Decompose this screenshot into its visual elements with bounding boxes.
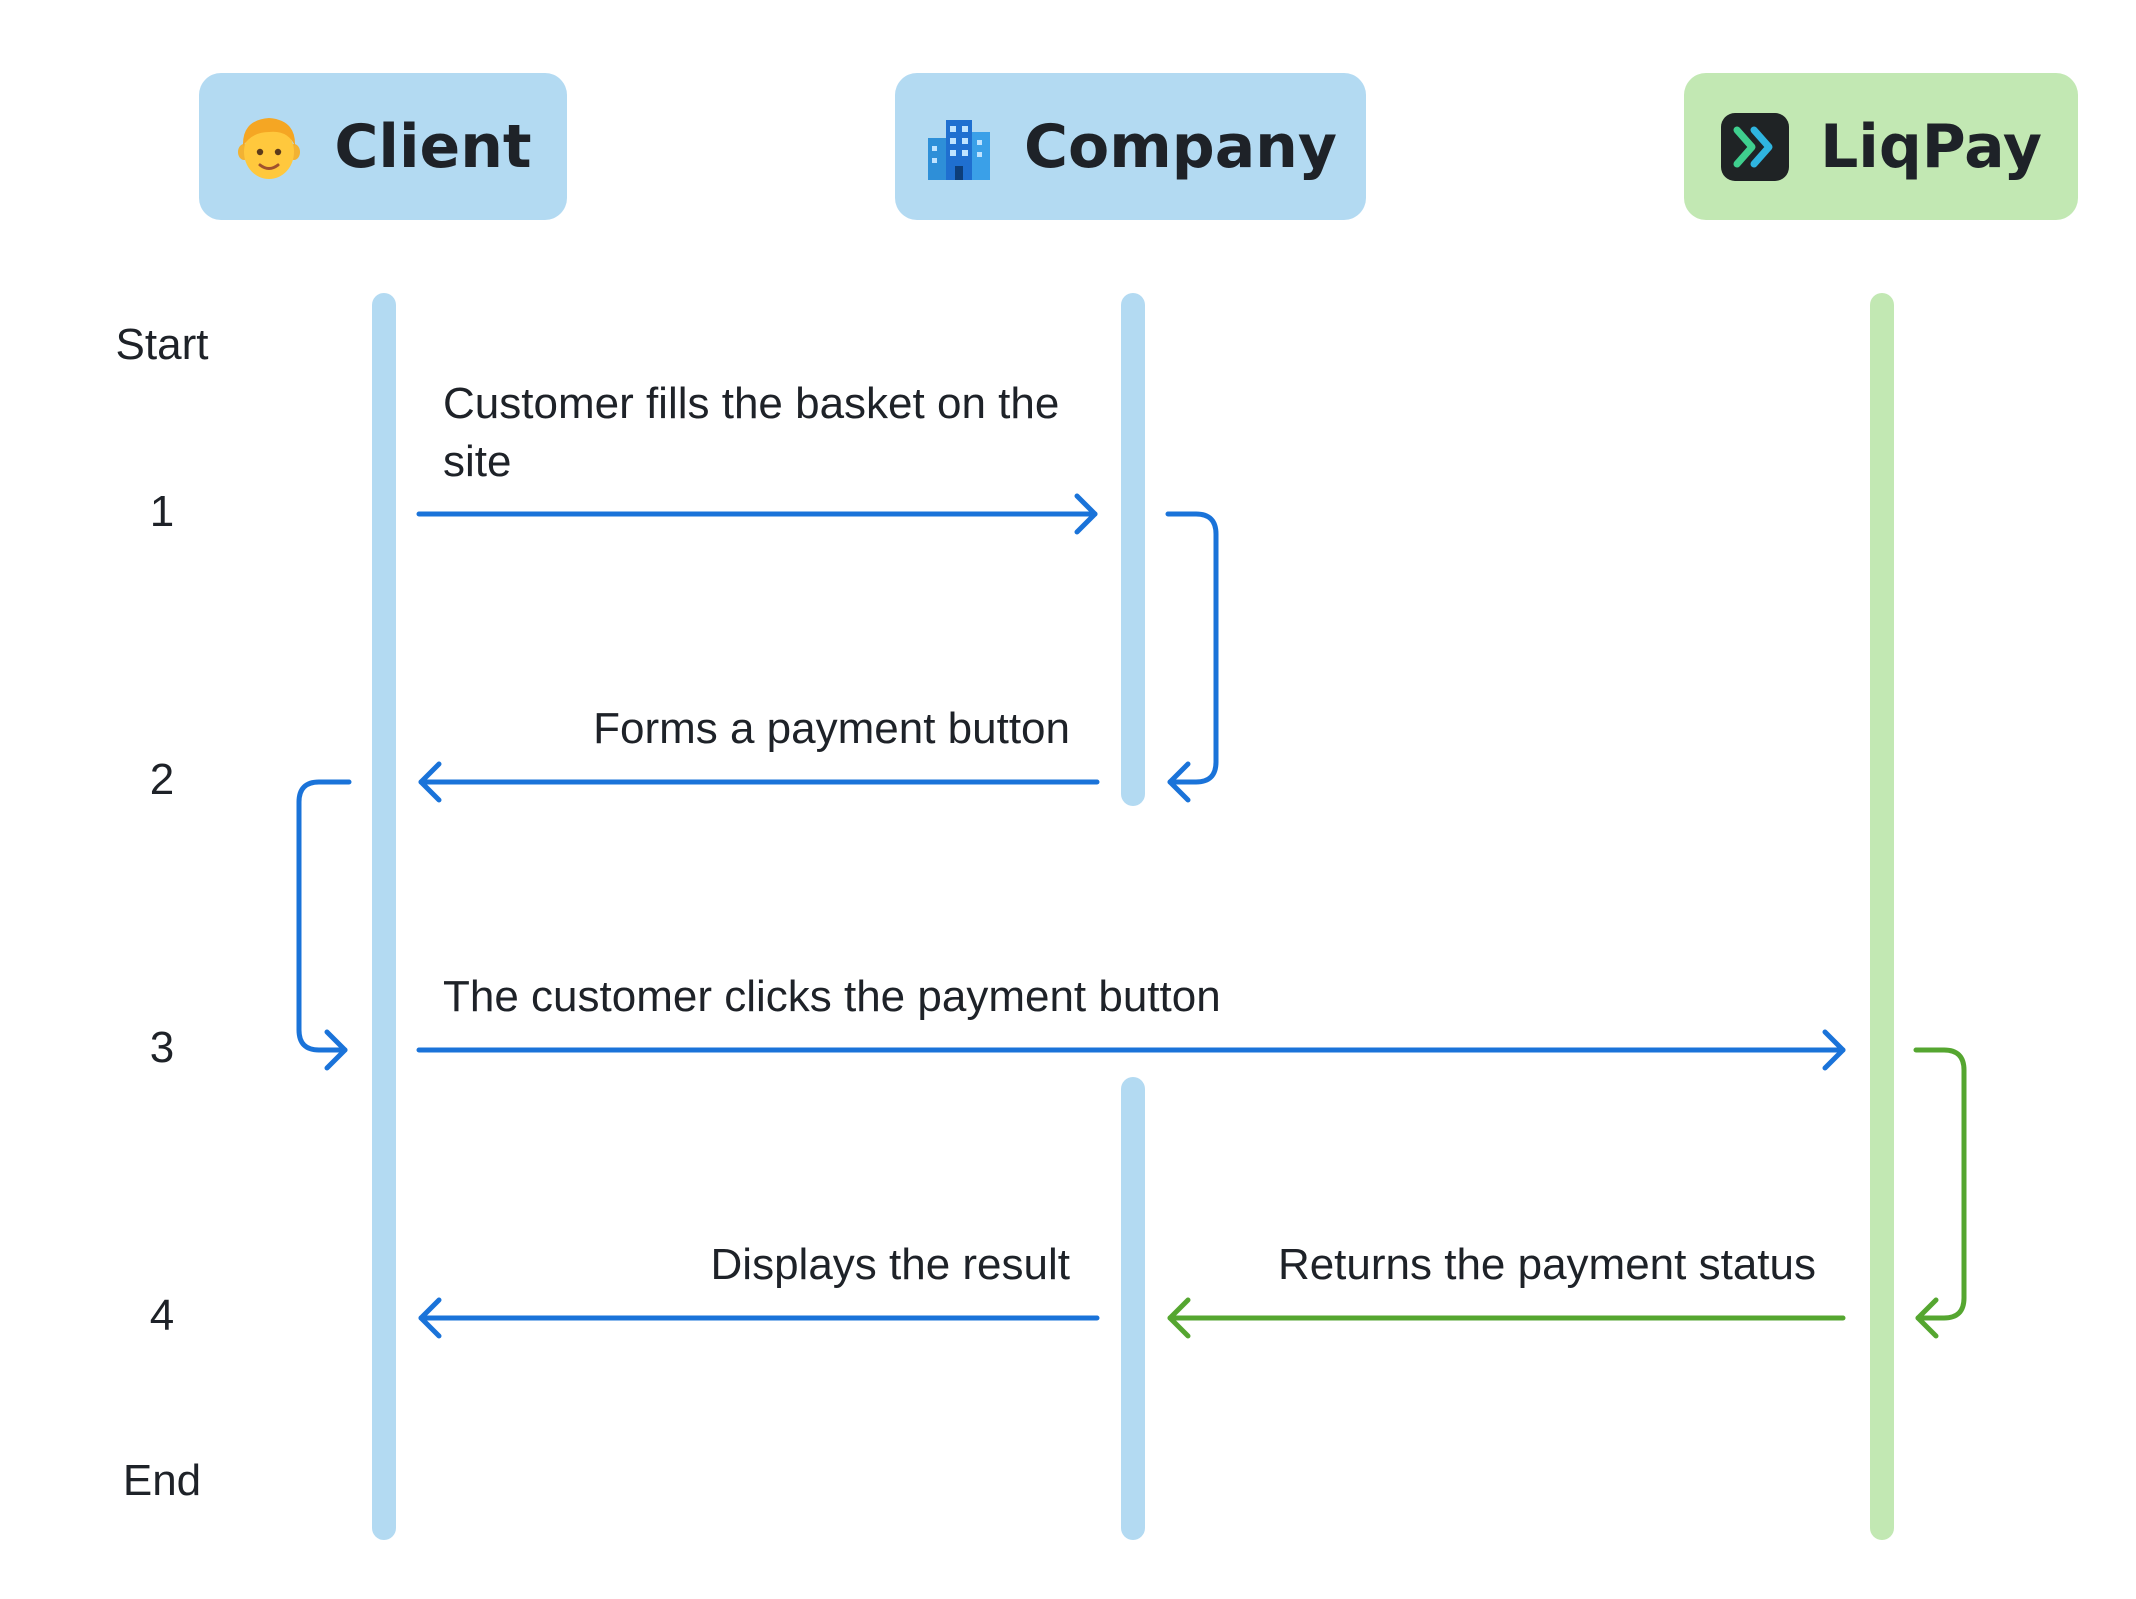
client-process-loop: [296, 779, 352, 1071]
message-arrow-basket: [416, 493, 1098, 535]
step-label-start: Start: [115, 320, 209, 369]
participant-label: LiqPay: [1820, 111, 2042, 182]
participant-label: Company: [1023, 111, 1338, 182]
step-label-4: 4: [149, 1291, 175, 1340]
company-lifeline-lower: [1121, 1077, 1145, 1540]
message-arrow-payment-status: [1167, 1297, 1846, 1339]
person-icon: [238, 117, 301, 179]
step-label-1: 1: [149, 487, 175, 536]
company-process-loop: [1165, 511, 1219, 803]
liqpay-lifeline: [1870, 293, 1894, 1540]
message-label-payment-button: Forms a payment button: [593, 704, 1070, 753]
message-arrow-payment-button: [418, 761, 1100, 803]
client-lifeline: [372, 293, 396, 1540]
company-lifeline-upper: [1121, 293, 1145, 806]
message-label-basket: Customer fills the basket on the site: [443, 379, 1060, 486]
step-label-2: 2: [149, 755, 175, 804]
step-label-end: End: [122, 1456, 202, 1505]
message-arrow-clicks-button: [416, 1029, 1846, 1071]
message-arrow-displays-result: [418, 1297, 1100, 1339]
building-icon: [927, 119, 990, 180]
liqpay-logo-icon: [1721, 112, 1790, 181]
message-label-displays-result: Displays the result: [710, 1240, 1070, 1289]
message-label-clicks-button: The customer clicks the payment button: [443, 972, 1221, 1021]
liqpay-process-loop: [1913, 1047, 1967, 1339]
participant-liqpay: LiqPay: [1684, 73, 2078, 220]
participant-company: Company: [895, 73, 1366, 220]
participant-label: Client: [334, 111, 532, 182]
participant-client: Client: [199, 73, 567, 220]
message-label-payment-status: Returns the payment status: [1277, 1240, 1816, 1289]
step-label-3: 3: [149, 1023, 175, 1072]
